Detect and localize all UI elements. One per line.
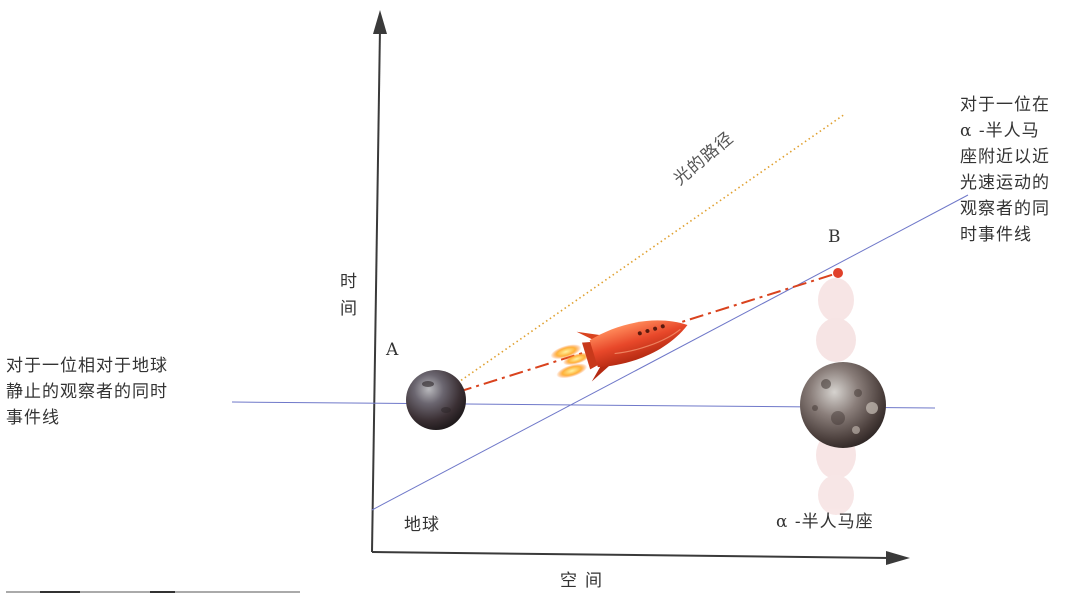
point-a-label: A (386, 340, 400, 360)
point-b-label: B (828, 227, 842, 247)
time-axis-label: 时间 (336, 272, 356, 326)
caption-line: α -半人马 (960, 121, 1040, 141)
time-axis (371, 27, 381, 553)
moving-simultaneity-caption: 对于一位在 α -半人马 座附近以近 光速运动的 观察者的同 时事件线 (960, 92, 1050, 248)
alpha-centauri-planet (800, 362, 886, 448)
caption-line: 静止的观察者的同时 (6, 382, 168, 402)
space-axis (371, 551, 893, 559)
earth-label: 地球 (404, 515, 440, 535)
moving-simultaneity-line (371, 194, 969, 511)
alpha-centauri-label: α -半人马座 (776, 512, 874, 532)
caption-line: 座附近以近 (960, 147, 1050, 167)
space-axis-label: 空间 (560, 571, 610, 591)
earth-simultaneity-caption: 对于一位相对于地球 静止的观察者的同时 事件线 (6, 353, 168, 431)
space-axis-arrow (886, 551, 910, 565)
event-b-dot (833, 268, 843, 278)
caption-line: 对于一位相对于地球 (6, 356, 168, 376)
rocket (550, 320, 688, 382)
caption-line: 事件线 (6, 408, 60, 428)
caption-line: 对于一位在 (960, 95, 1050, 115)
caption-line: 光速运动的 (960, 173, 1050, 193)
time-axis-arrow (373, 10, 387, 34)
caption-line: 时事件线 (960, 225, 1032, 245)
earth-planet (406, 370, 466, 430)
light-path-line (449, 113, 846, 389)
caption-line: 观察者的同 (960, 199, 1050, 219)
